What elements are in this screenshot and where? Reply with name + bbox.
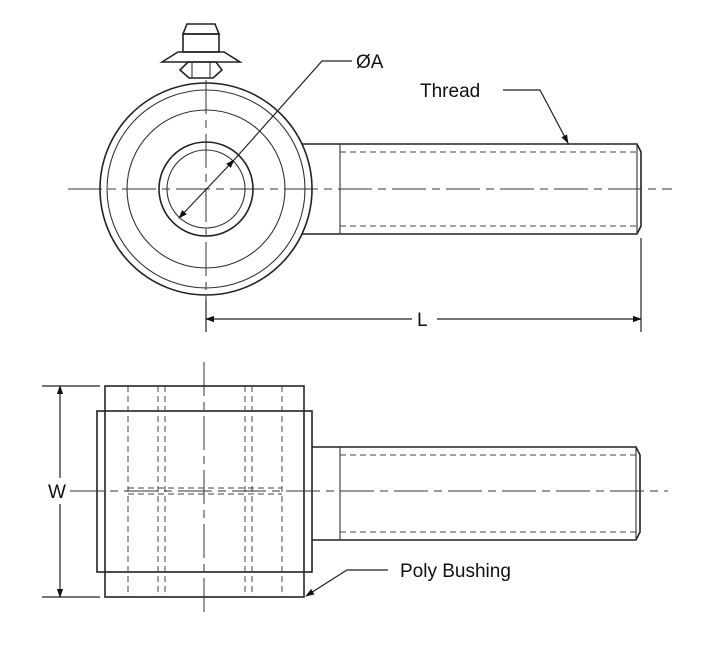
grease-fitting <box>159 23 243 79</box>
bushing-callout: Poly Bushing <box>305 561 511 597</box>
width-dimension: W <box>42 385 100 598</box>
diameter-dimension: ØA <box>178 52 384 219</box>
width-label: W <box>48 482 66 503</box>
side-view: W Poly Bushing <box>42 362 668 612</box>
length-dimension: L <box>205 238 642 332</box>
thread-callout: Thread <box>420 81 569 144</box>
top-view: ØA Thread L <box>68 23 672 332</box>
diameter-label: ØA <box>356 52 384 73</box>
thread-label: Thread <box>420 81 480 102</box>
side-shank <box>312 446 641 541</box>
bushing-label: Poly Bushing <box>400 561 511 582</box>
length-label: L <box>417 310 428 331</box>
